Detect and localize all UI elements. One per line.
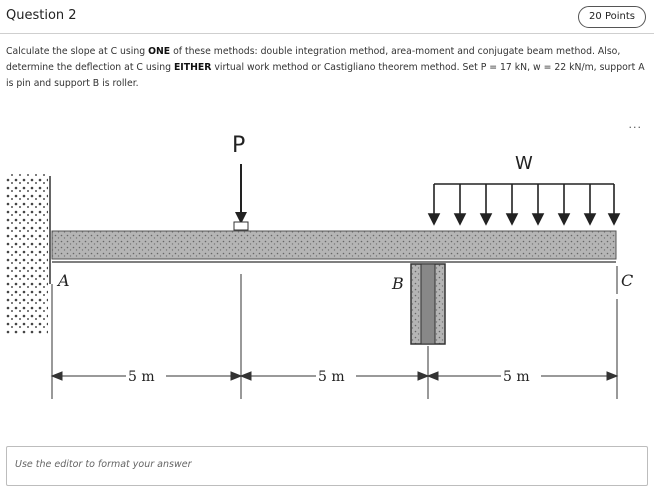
label-b: B xyxy=(391,274,404,293)
label-c: C xyxy=(621,271,633,290)
question-header: Question 2 20 Points xyxy=(0,0,654,34)
points-badge: 20 Points xyxy=(578,6,646,28)
load-plate xyxy=(233,221,249,231)
dim-label-2: 5 m xyxy=(318,369,345,385)
beam-figure: P W A B C 5 m 5 m xyxy=(6,133,633,399)
label-p: P xyxy=(232,133,245,158)
label-a: A xyxy=(56,271,70,290)
udl-arrows xyxy=(427,184,621,226)
dimension-line xyxy=(50,371,619,381)
more-options-icon[interactable]: ... xyxy=(628,118,642,131)
prompt-text-1: Calculate the slope at C using xyxy=(6,46,149,57)
roller-core xyxy=(420,263,436,345)
dim-label-1: 5 m xyxy=(128,369,155,385)
question-title: Question 2 xyxy=(6,8,77,23)
answer-editor[interactable]: Use the editor to format your answer xyxy=(6,446,648,486)
prompt-text-2: of these methods: double integration met… xyxy=(6,46,621,73)
dim-label-3: 5 m xyxy=(503,369,530,385)
prompt-bold-either: EITHER xyxy=(173,62,212,73)
extension-lines xyxy=(51,274,618,399)
point-load-arrowhead xyxy=(235,212,247,224)
prompt-bold-one: ONE xyxy=(148,46,171,57)
answer-editor-placeholder: Use the editor to format your answer xyxy=(15,459,192,470)
wall-support xyxy=(6,174,48,334)
prompt-text-3: virtual work method or Castigliano theor… xyxy=(6,62,645,89)
label-w: W xyxy=(515,153,533,174)
header-divider xyxy=(0,33,654,34)
question-prompt: Calculate the slope at C using ONE of th… xyxy=(6,44,648,92)
beam xyxy=(51,230,617,260)
